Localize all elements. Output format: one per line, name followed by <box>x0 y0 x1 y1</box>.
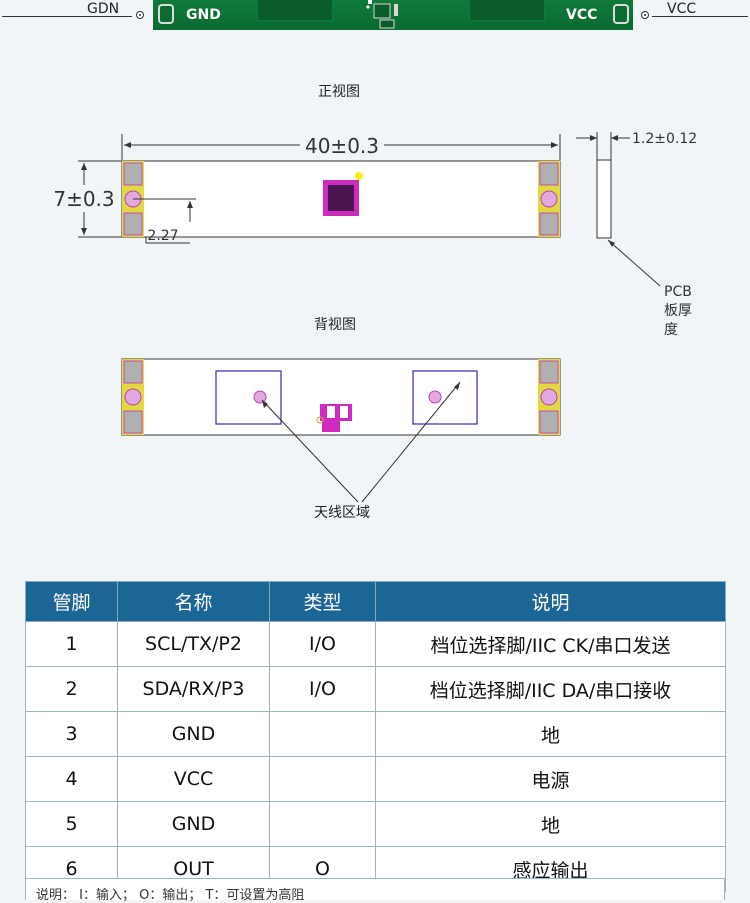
cell-name: SDA/RX/P3 <box>117 666 270 712</box>
gdn-pin-dot-icon <box>136 11 144 19</box>
header-pin: 管脚 <box>25 581 118 622</box>
cell-description: 地 <box>375 801 726 847</box>
vcc-label: VCC <box>667 1 697 17</box>
cell-pin: 4 <box>25 756 118 802</box>
antenna-area-label: 天线区域 <box>314 505 370 521</box>
header-type: 类型 <box>269 581 376 622</box>
pcb-thickness-label-3: 度 <box>664 322 678 338</box>
pcb-thickness-label-1: PCB <box>664 284 692 300</box>
cell-type <box>269 711 376 757</box>
vcc-leader-line <box>652 16 748 17</box>
table-note: 说明： I：输入； O：输出； T：可设置为高阻 <box>25 878 725 903</box>
cell-name: GND <box>117 801 270 847</box>
cell-type <box>269 756 376 802</box>
front-view-drawing: 40±0.3 7±0.3 2.27 1.2±0.12 PCB 板厚 度 <box>53 131 697 338</box>
table-row: 5 GND 地 <box>25 801 726 847</box>
right-pad-icon <box>613 4 629 24</box>
pcb-vcc-text: VCC <box>566 7 598 23</box>
back-view-drawing <box>121 358 561 503</box>
height-dimension-text: 7±0.3 <box>53 187 114 211</box>
cell-type <box>269 801 376 847</box>
pcb-center-component-icon <box>366 0 398 29</box>
cell-pin: 2 <box>25 666 118 712</box>
vcc-pin-dot-icon <box>641 11 649 19</box>
cell-description: 电源 <box>375 756 726 802</box>
table-row: 4 VCC 电源 <box>25 756 726 802</box>
front-view-title: 正视图 <box>318 84 360 100</box>
thickness-dimension-text: 1.2±0.12 <box>632 131 697 147</box>
left-pad-icon <box>158 4 174 24</box>
cell-name: GND <box>117 711 270 757</box>
pad-dimension-text: 2.27 <box>147 228 178 244</box>
table-row: 2 SDA/RX/P3 I/O 档位选择脚/IIC DA/串口接收 <box>25 666 726 712</box>
pin-table: 管脚 名称 类型 说明 1 SCL/TX/P2 I/O 档位选择脚/IIC CK… <box>25 581 726 892</box>
cell-type: I/O <box>269 666 376 712</box>
cell-name: VCC <box>117 756 270 802</box>
pcb-gnd-text: GND <box>186 7 221 23</box>
cell-description: 档位选择脚/IIC CK/串口发送 <box>375 621 726 667</box>
header-description: 说明 <box>375 581 726 622</box>
gdn-leader-line <box>2 16 132 17</box>
cell-pin: 1 <box>25 621 118 667</box>
cell-name: SCL/TX/P2 <box>117 621 270 667</box>
pcb-component-left <box>257 0 333 21</box>
back-view-title: 背视图 <box>314 317 356 333</box>
pcb-photo-strip: GND VCC <box>153 0 633 30</box>
gdn-label: GDN <box>87 1 120 17</box>
table-row: 1 SCL/TX/P2 I/O 档位选择脚/IIC CK/串口发送 <box>25 621 726 667</box>
table-row: 3 GND 地 <box>25 711 726 757</box>
cell-type: I/O <box>269 621 376 667</box>
cell-description: 档位选择脚/IIC DA/串口接收 <box>375 666 726 712</box>
cell-pin: 5 <box>25 801 118 847</box>
pcb-thickness-label-2: 板厚 <box>664 303 692 319</box>
cell-pin: 3 <box>25 711 118 757</box>
cell-description: 地 <box>375 711 726 757</box>
pcb-component-right <box>469 0 545 21</box>
length-dimension-text: 40±0.3 <box>305 134 379 158</box>
table-header-row: 管脚 名称 类型 说明 <box>25 581 726 622</box>
header-name: 名称 <box>117 581 270 622</box>
